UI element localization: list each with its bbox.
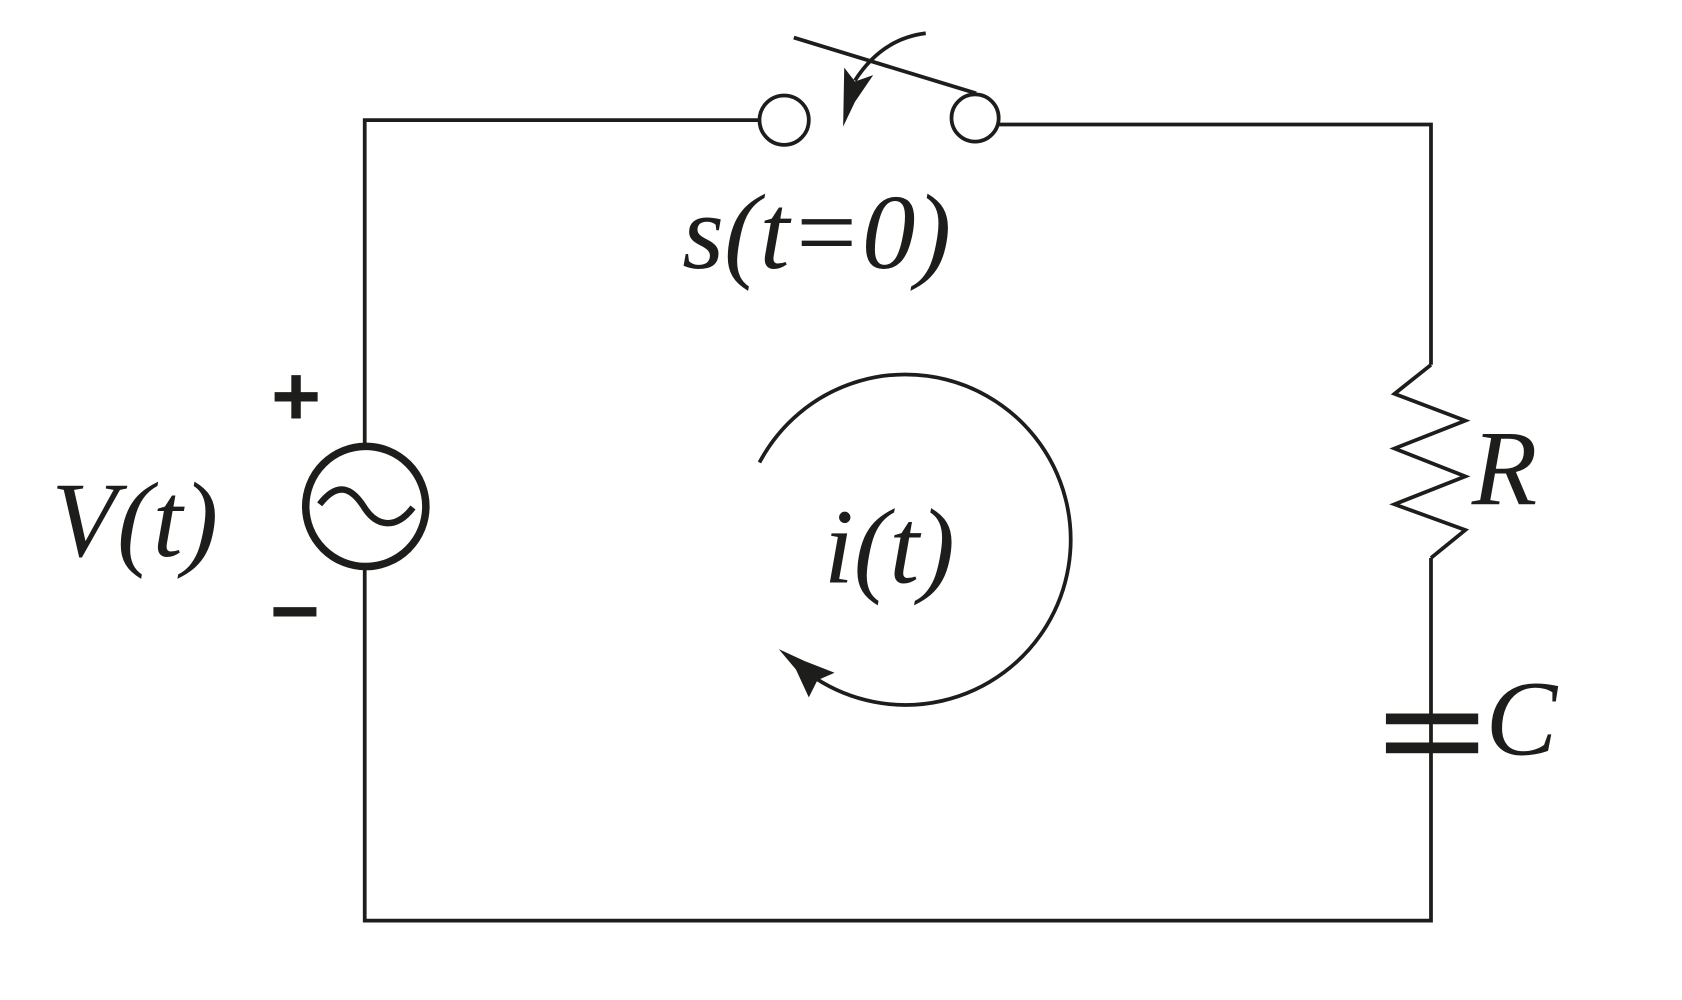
switch-lever bbox=[793, 35, 977, 96]
source-label: V(t) bbox=[51, 461, 218, 580]
sine-wave-icon bbox=[317, 486, 416, 527]
switch-terminal-right bbox=[949, 92, 1001, 144]
capacitor-label: C bbox=[1486, 659, 1559, 778]
switch-arrowhead-icon bbox=[843, 67, 874, 127]
plus-sign: + bbox=[271, 348, 321, 444]
wire-right-top bbox=[998, 122, 1433, 365]
current-loop-arc bbox=[757, 372, 1073, 707]
resistor-zigzag bbox=[1389, 363, 1471, 560]
current-label: i(t) bbox=[824, 488, 955, 607]
capacitor bbox=[1385, 713, 1479, 754]
switch-arrow-arc bbox=[853, 31, 926, 82]
wire-right-bottom bbox=[362, 557, 1433, 923]
resistor-label: R bbox=[1471, 409, 1538, 528]
ac-source bbox=[301, 442, 430, 571]
minus-sign: − bbox=[270, 564, 320, 660]
switch-label: s(t=0) bbox=[682, 173, 951, 292]
switch-terminal-left bbox=[757, 93, 811, 147]
wire-left-top bbox=[362, 118, 760, 444]
current-arrowhead-icon bbox=[778, 649, 835, 698]
